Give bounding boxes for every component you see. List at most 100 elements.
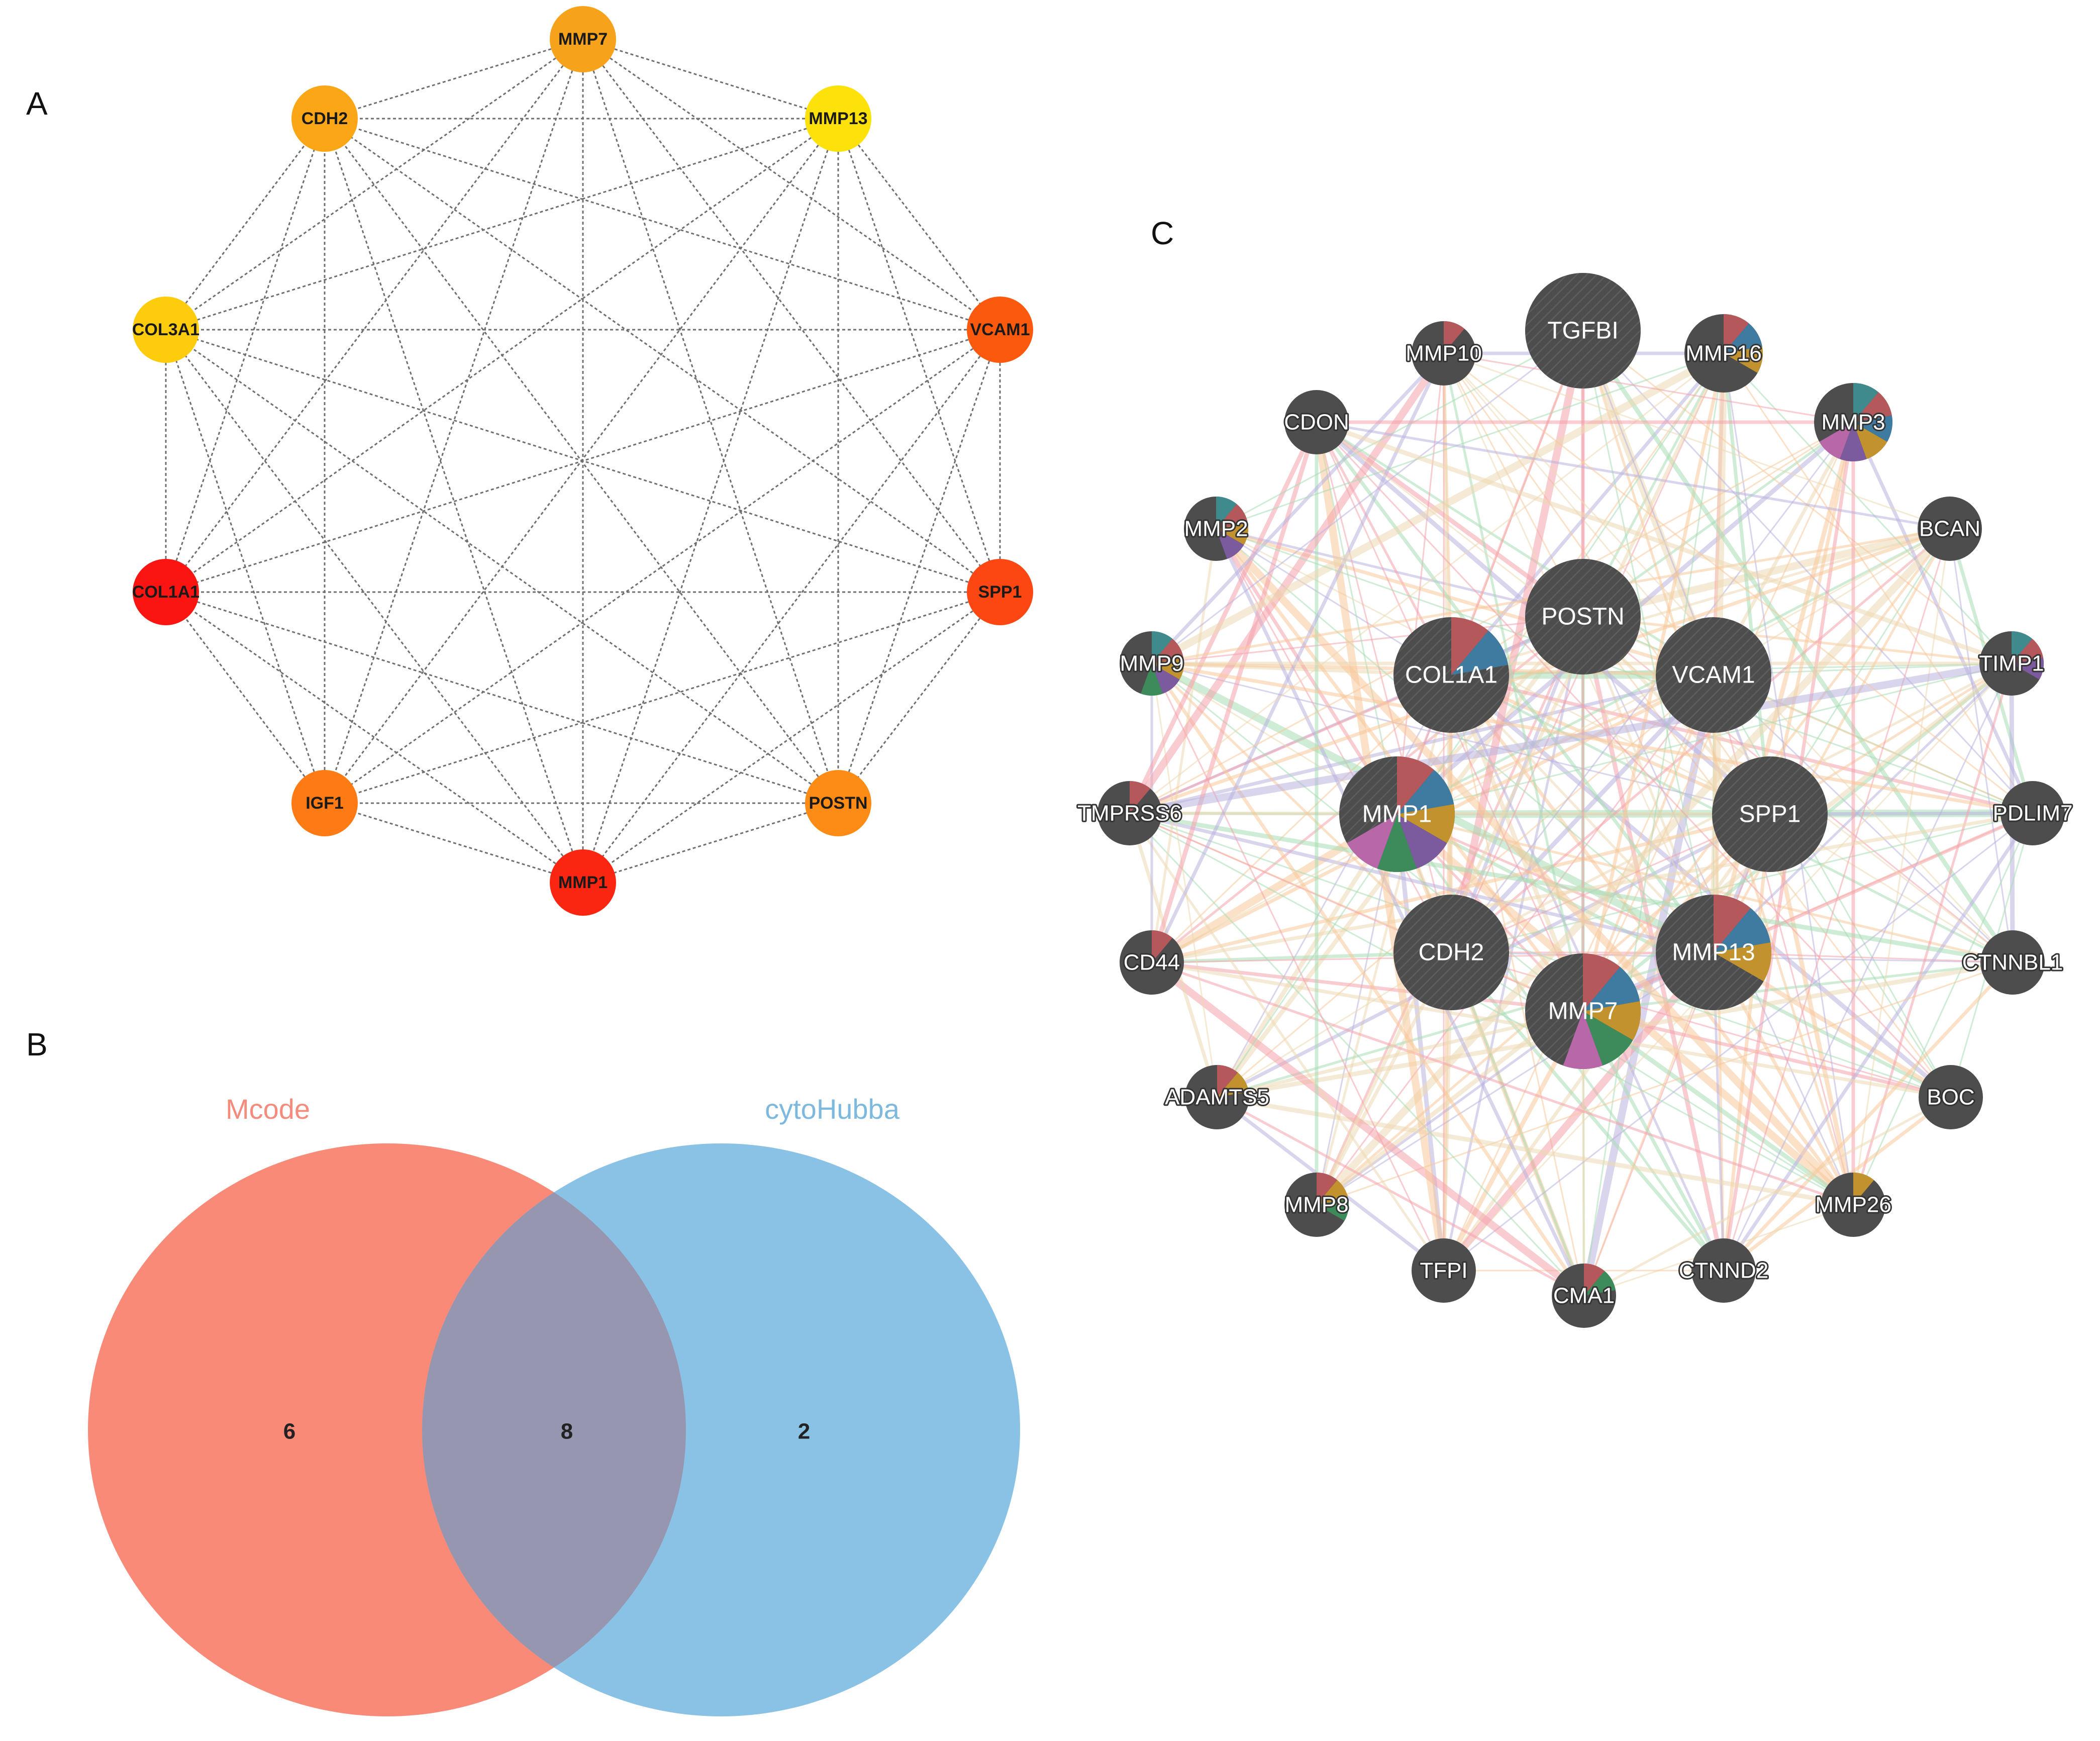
edge-mmp13-vcam1 xyxy=(837,118,1001,330)
c-node-slice-cma1-0 xyxy=(1584,1264,1605,1296)
c-edge-adamts5-mmp9 xyxy=(1151,663,1218,1098)
edge-mmp7-cdh2 xyxy=(324,38,583,120)
c-edge-tmprss6-mmp16 xyxy=(1129,352,1724,814)
c-node-label-mmp16: MMP16 xyxy=(1685,341,1762,366)
c-node-adamts5: ADAMTS5 xyxy=(1163,1065,1271,1129)
c-node-label-ctnnd2: CTNND2 xyxy=(1679,1259,1768,1283)
c-edge-tmprss6-mmp3 xyxy=(1129,421,1854,814)
c-node-label-mmp13: MMP13 xyxy=(1672,939,1755,966)
c-node-slice-mmp2-0 xyxy=(1216,497,1237,529)
edge-postn-col1a1 xyxy=(165,591,839,804)
c-node-circle-spp1 xyxy=(1712,756,1828,872)
node-label-postn: POSTN xyxy=(809,794,867,813)
c-node-slice-mmp16-0 xyxy=(1724,314,1749,353)
c-edge-ctnnbl1-mmp8 xyxy=(1316,961,2013,1206)
c-node-label-mmp3: MMP3 xyxy=(1821,410,1885,435)
c-edge-mmp16-timp1 xyxy=(1723,352,2013,664)
edge-mmp7-mmp13 xyxy=(582,38,839,120)
c-edge-cdon-boc xyxy=(1316,421,1952,1098)
c-node-slice-adamts5-1 xyxy=(1217,1072,1249,1097)
edge-mmp1-cdh2 xyxy=(324,118,584,883)
node-igf1: IGF1 xyxy=(291,770,358,836)
c-node-label-cdon: CDON xyxy=(1284,410,1349,435)
c-edge-pdlim7-cd44 xyxy=(1151,811,2033,964)
edge-spp1-cdh2 xyxy=(324,118,1001,593)
edge-mmp7-postn xyxy=(582,39,839,804)
c-node-circle-bcan xyxy=(1918,497,1982,561)
c-node-slice-mmp1-1 xyxy=(1397,769,1454,814)
node-circle-igf1 xyxy=(291,770,358,836)
node-label-col1a1: COL1A1 xyxy=(132,583,199,602)
c-node-mmp3: MMP3 xyxy=(1814,383,1892,461)
c-node-label-mmp10: MMP10 xyxy=(1406,341,1482,366)
c-node-slice-mmp1-3 xyxy=(1397,814,1447,869)
c-edge-cma1-mmp2 xyxy=(1214,528,1586,1297)
c-edge-bcan-mmp8 xyxy=(1314,526,1953,1208)
c-node-label-tgfbi: TGFBI xyxy=(1547,318,1618,344)
c-node-slice-mmp2-3 xyxy=(1216,529,1244,559)
c-node-boc: BOC xyxy=(1919,1065,1983,1129)
c-edge-boc-tmprss6 xyxy=(1129,812,1951,1098)
edge-igf1-col3a1 xyxy=(165,329,326,804)
c-node-label-boc: BOC xyxy=(1927,1085,1974,1110)
c-edge-mmp16-pdlim7 xyxy=(1723,353,2034,814)
c-node-circle-tfpi xyxy=(1412,1238,1476,1303)
edge-mmp7-col3a1 xyxy=(165,38,583,331)
panel-c-network: TGFBIMMP16MMP3BCANTIMP1PDLIM7CTNNBL1BOCM… xyxy=(1076,273,2074,1328)
c-edge-mmp26-cd44 xyxy=(1151,961,1854,1206)
venn-count-overlap: 8 xyxy=(561,1419,573,1444)
c-node-col1a1: COL1A1 xyxy=(1393,617,1509,733)
c-node-label-tfpi: TFPI xyxy=(1420,1259,1467,1283)
c-edge-mmp9-pdlim7 xyxy=(1151,661,2033,815)
c-edge-tmprss6-mmp10 xyxy=(1126,351,1447,816)
node-circle-spp1 xyxy=(967,559,1033,625)
c-edge-vcam1-pdlim7 xyxy=(1713,674,2033,814)
c-node-slice-mmp2-2 xyxy=(1216,523,1248,545)
c-edge-mmp10-mmp3 xyxy=(1443,352,1854,423)
c-node-slice-mmp3-0 xyxy=(1853,383,1879,422)
c-node-slice-mmp9-2 xyxy=(1152,657,1184,680)
c-node-mmp8: MMP8 xyxy=(1283,1173,1350,1237)
node-col1a1: COL1A1 xyxy=(132,559,199,625)
c-edge-tfpi-mmp9 xyxy=(1151,663,1445,1271)
node-vcam1: VCAM1 xyxy=(967,297,1033,363)
c-edge-mmp9-mmp16 xyxy=(1150,350,1726,667)
node-circle-mmp7 xyxy=(550,6,616,72)
edge-postn-cdh2 xyxy=(324,118,839,804)
node-circle-mmp1 xyxy=(550,849,616,916)
c-node-ctnnbl1: CTNNBL1 xyxy=(1961,930,2064,995)
c-edge-ctnnbl1-tmprss6 xyxy=(1129,811,2013,965)
c-node-circle-tgfbi xyxy=(1525,273,1641,389)
c-edge-mmp13-timp1 xyxy=(1713,662,2013,953)
node-col3a1: COL3A1 xyxy=(132,297,199,363)
node-postn: POSTN xyxy=(805,770,871,836)
c-node-slice-adamts5-0 xyxy=(1217,1065,1238,1097)
c-node-mmp16: MMP16 xyxy=(1684,314,1763,393)
c-edge-spp1-mmp16 xyxy=(1722,353,1772,815)
c-edge-cd44-mmp10 xyxy=(1150,352,1446,963)
c-node-slice-mmp8-0 xyxy=(1317,1173,1338,1205)
c-node-label-mmp2: MMP2 xyxy=(1184,517,1248,541)
panel-c-nodes: TGFBIMMP16MMP3BCANTIMP1PDLIM7CTNNBL1BOCM… xyxy=(1076,273,2074,1328)
c-node-slice-cd44-0 xyxy=(1152,930,1173,962)
c-edge-cma1-mmp9 xyxy=(1150,662,1585,1297)
c-edge-tmprss6-bcan xyxy=(1129,527,1951,815)
c-node-cd44: CD44 xyxy=(1120,930,1184,995)
c-node-slice-mmp8-1 xyxy=(1317,1180,1349,1205)
c-node-circle-ctnnd2 xyxy=(1691,1238,1756,1303)
c-edge-cdon-bcan xyxy=(1316,421,1950,530)
c-edge-mmp9-mmp10 xyxy=(1150,352,1445,665)
node-mmp13: MMP13 xyxy=(805,85,871,152)
c-node-cdon: CDON xyxy=(1282,390,1351,454)
node-label-col3a1: COL3A1 xyxy=(132,320,199,339)
c-edge-mmp8-mmp16 xyxy=(1315,352,1726,1206)
c-node-mmp26: MMP26 xyxy=(1814,1173,1893,1237)
c-node-slice-mmp9-0 xyxy=(1152,631,1173,663)
c-edge-boc-cma1 xyxy=(1583,1096,1952,1297)
c-node-label-timp1: TIMP1 xyxy=(1979,651,2044,676)
edge-mmp7-vcam1 xyxy=(582,38,1001,331)
c-node-slice-mmp2-1 xyxy=(1216,504,1248,529)
c-node-label-pdlim7: PDLIM7 xyxy=(1993,801,2073,826)
panel-a-nodes: MMP7MMP13VCAM1SPP1POSTNMMP1IGF1COL1A1COL… xyxy=(132,6,1033,916)
c-edge-bcan-ctnnd2 xyxy=(1723,528,1951,1271)
